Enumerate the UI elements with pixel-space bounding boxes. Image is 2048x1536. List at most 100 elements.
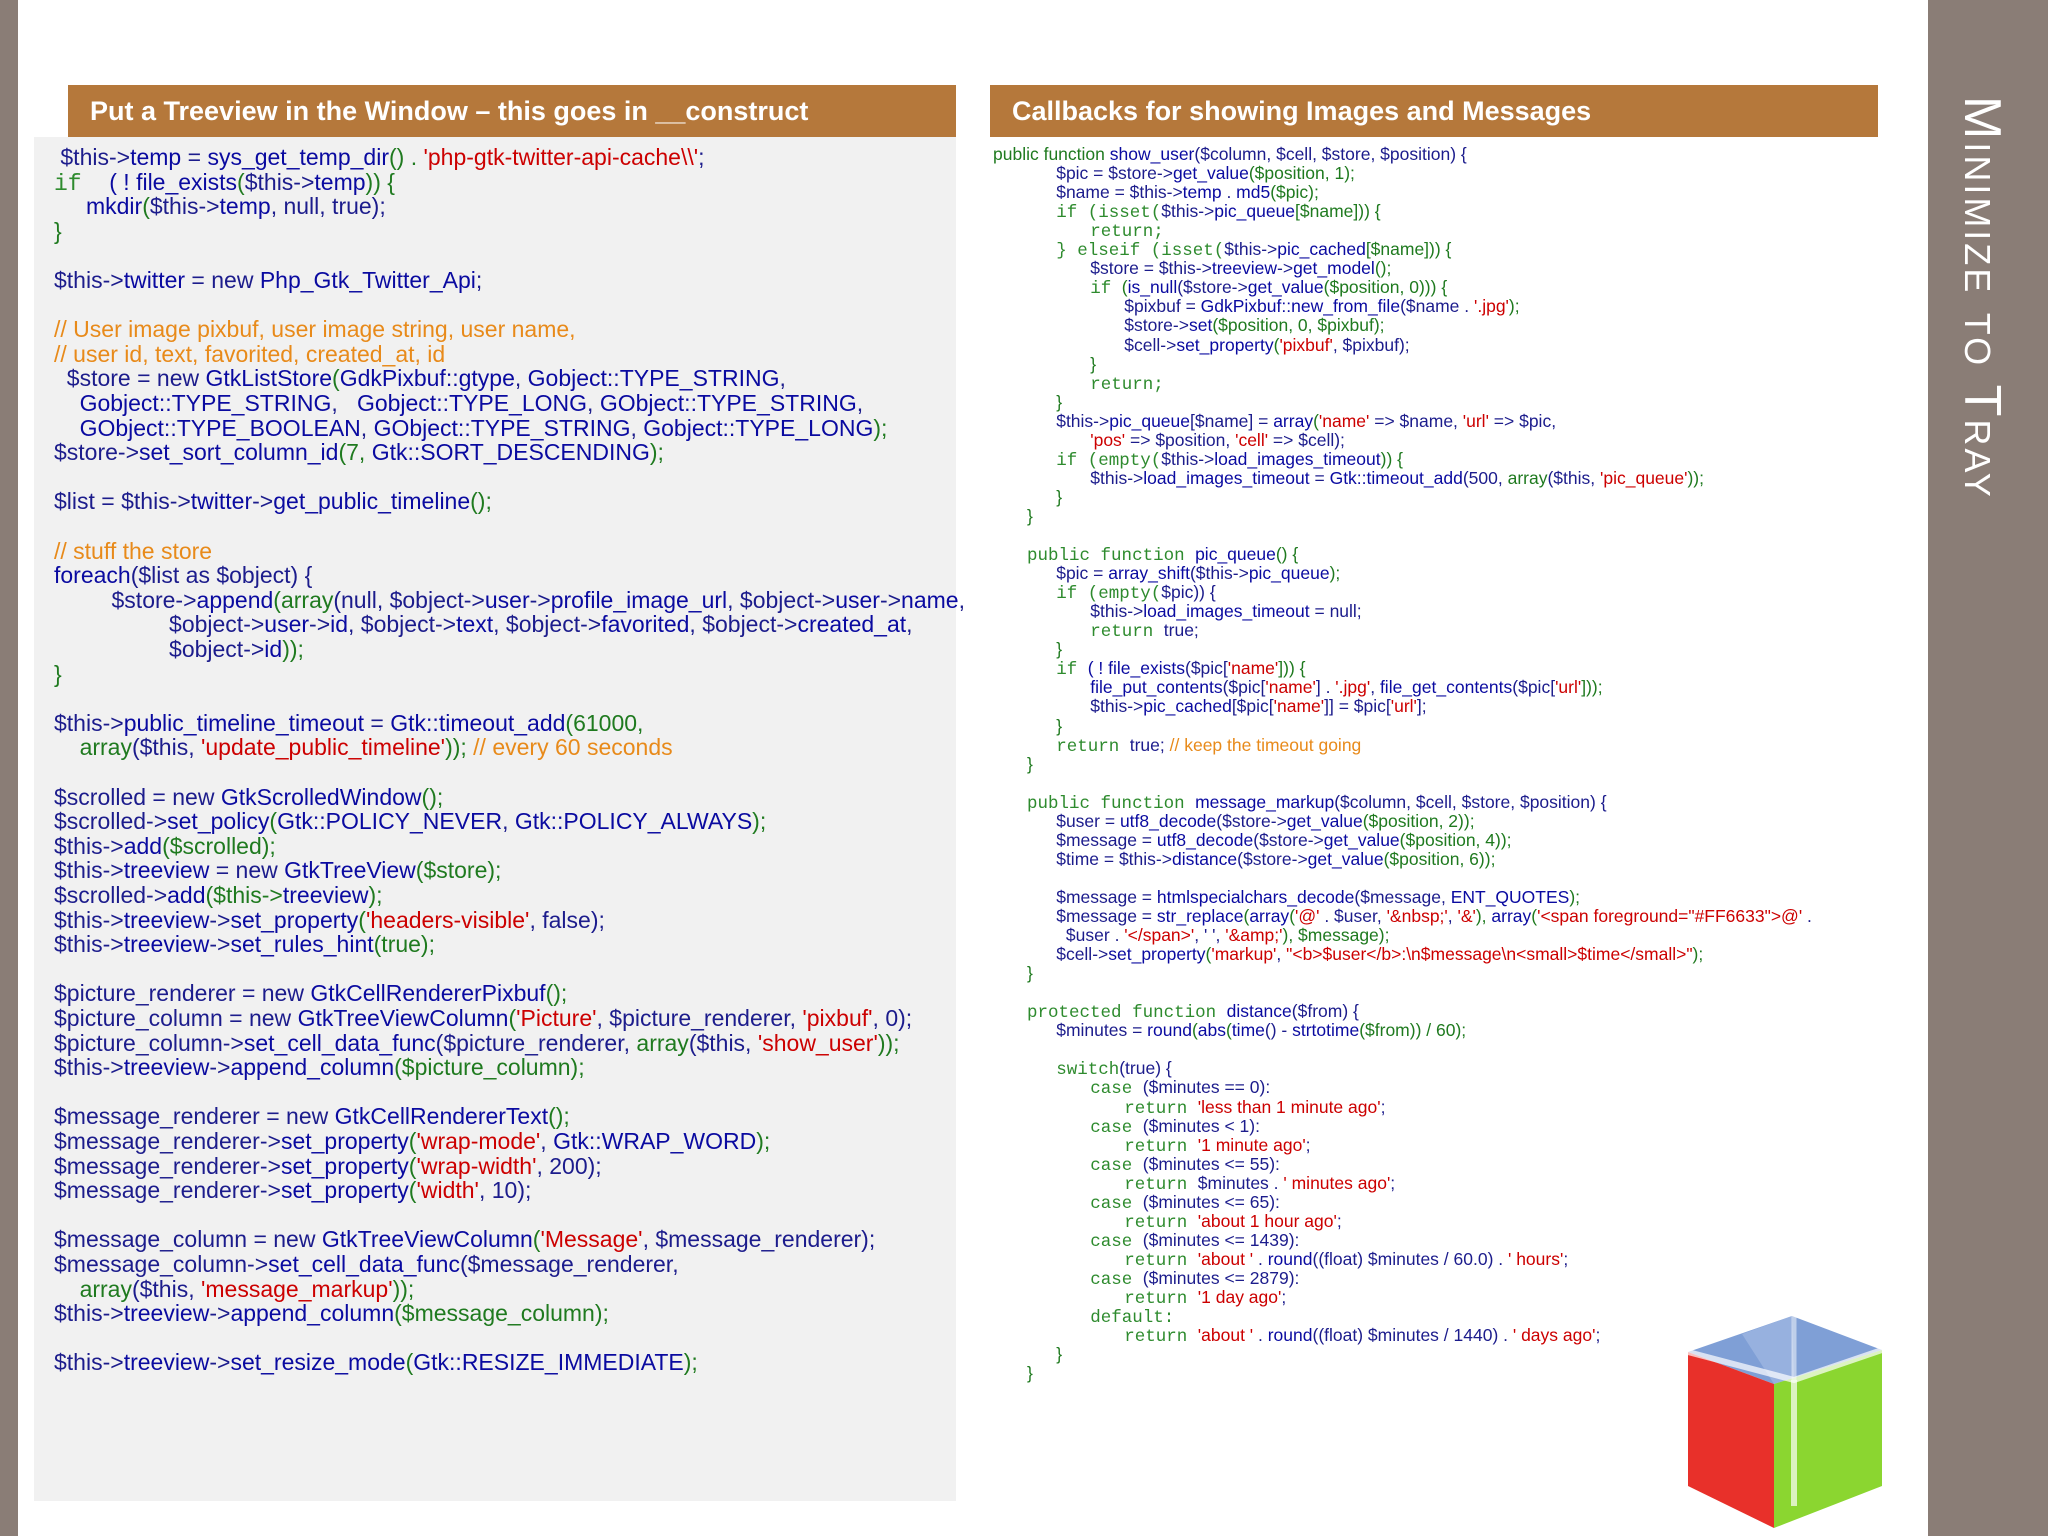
code-token: ); xyxy=(368,882,383,908)
code-token: } xyxy=(1056,486,1063,507)
code-token: $picture_column-> xyxy=(54,1029,244,1056)
code-token: , xyxy=(1370,677,1380,698)
code-token: ($minutes < 1): xyxy=(1142,1115,1260,1136)
code-token xyxy=(993,1306,1090,1326)
code-token: treeview xyxy=(282,882,369,908)
code-token xyxy=(993,506,1027,526)
code-token: ); xyxy=(1508,296,1520,317)
code-line: $list = $this->twitter->get_public_timel… xyxy=(54,488,492,515)
code-token: 'Message' xyxy=(540,1226,643,1253)
code-token: '1 minute ago' xyxy=(1197,1134,1306,1155)
code-token: // user id, text, favorited, created_at,… xyxy=(54,340,446,367)
code-token: ; xyxy=(1305,1134,1311,1155)
code-line: return true; // keep the timeout going xyxy=(993,735,1361,757)
code-token: (7, xyxy=(338,439,372,466)
code-token: , xyxy=(1447,906,1458,926)
code-token: = new xyxy=(185,267,260,293)
code-token: ( xyxy=(1205,944,1212,965)
code-token xyxy=(993,639,1056,659)
code-token: '&' xyxy=(1457,906,1476,926)
code-token: '</span>' xyxy=(1124,925,1195,946)
code-token: -> xyxy=(209,931,231,958)
left-edge-bar xyxy=(0,0,18,1536)
code-token: $list = $this-> xyxy=(54,488,191,515)
code-token: set_sort_column_id xyxy=(139,439,339,466)
code-token: ($picture_renderer, xyxy=(435,1029,637,1056)
code-token: foreach xyxy=(54,562,131,589)
code-token: array xyxy=(1491,906,1532,926)
code-token: pic_queue xyxy=(1195,544,1276,565)
code-line: } xyxy=(993,392,1062,413)
left-code-panel xyxy=(34,137,956,1501)
code-token: ($this, xyxy=(688,1029,758,1056)
code-line: } xyxy=(54,661,62,688)
code-token: } elseif (isset( xyxy=(1056,241,1225,262)
code-line: $time = $this->distance($store->get_valu… xyxy=(993,849,1495,870)
code-token: $this-> xyxy=(244,168,315,195)
code-token: -> xyxy=(209,906,231,933)
code-token: get_value xyxy=(1323,829,1400,850)
code-token: (); xyxy=(421,783,444,810)
code-token: ); xyxy=(873,414,888,441)
code-line: switch(true) { xyxy=(993,1058,1172,1080)
code-token: $scrolled-> xyxy=(54,808,168,835)
code-token: '&nbsp;' xyxy=(1386,906,1448,926)
code-token: set_property xyxy=(1176,334,1274,355)
code-token xyxy=(993,792,1027,812)
code-token: ($position, 0))) { xyxy=(1323,277,1448,298)
code-token: $this-> xyxy=(54,144,131,170)
code-token: , $object-> xyxy=(689,611,798,638)
code-token xyxy=(993,354,1090,374)
code-token: ); xyxy=(752,808,767,835)
code-token: set_rules_hint xyxy=(230,931,374,958)
code-line: $this->public_timeline_timeout = Gtk::ti… xyxy=(54,710,643,737)
code-line: $store = new GtkListStore(GdkPixbuf::gty… xyxy=(54,365,786,392)
code-token: return xyxy=(1124,1174,1198,1195)
code-token: $this-> xyxy=(54,1300,124,1327)
code-token xyxy=(993,1058,1056,1078)
code-line: return '1 minute ago'; xyxy=(993,1134,1311,1157)
code-token: ' days ago' xyxy=(1512,1325,1596,1346)
code-token: ( xyxy=(237,168,245,195)
code-token: 'url' xyxy=(1462,410,1489,431)
code-token: public function xyxy=(1027,793,1196,814)
code-token: ); xyxy=(649,439,664,466)
code-token: get_value xyxy=(1172,163,1249,184)
code-line: $pic = array_shift($this->pic_queue); xyxy=(993,563,1340,584)
code-token: ); xyxy=(1692,944,1704,965)
code-token xyxy=(993,1173,1124,1193)
code-token: , 200); xyxy=(536,1152,602,1179)
code-token: , xyxy=(906,611,913,638)
code-line: return '1 day ago'; xyxy=(993,1287,1286,1309)
code-line: return; xyxy=(993,373,1164,395)
code-token: $object-> xyxy=(54,611,265,638)
code-token: -> xyxy=(252,488,274,515)
code-token: 'cell' xyxy=(1235,429,1269,450)
code-token xyxy=(993,1192,1090,1212)
code-token: ENT_QUOTES xyxy=(1450,886,1570,907)
code-token xyxy=(993,716,1056,736)
code-token: Gtk::RESIZE_IMMEDIATE xyxy=(413,1349,684,1376)
code-token: )); xyxy=(1687,467,1704,488)
code-token xyxy=(993,1097,1124,1117)
code-token: twitter xyxy=(190,488,253,515)
code-line: if ( ! file_exists($pic['name'])) { xyxy=(993,658,1305,680)
left-panel-heading: Put a Treeview in the Window – this goes… xyxy=(68,85,956,137)
code-token: $message_column-> xyxy=(54,1251,269,1277)
code-token: GtkListStore xyxy=(205,365,333,392)
code-token: set_property xyxy=(230,906,359,933)
code-token: ; xyxy=(1281,1287,1287,1307)
code-token xyxy=(54,1276,80,1302)
code-line: $this->treeview->append_column($picture_… xyxy=(54,1054,585,1081)
code-token: $message = xyxy=(993,906,1157,926)
code-token: 'message_markup' xyxy=(201,1275,393,1302)
gtk-cube-logo xyxy=(1687,1316,1882,1528)
code-token: ); xyxy=(756,1128,771,1154)
code-token: ( xyxy=(1313,410,1319,431)
code-token xyxy=(993,963,1027,983)
code-token: treeview xyxy=(123,857,210,884)
code-token: array xyxy=(1273,410,1314,431)
code-token: return xyxy=(1090,622,1164,643)
code-token: get_value xyxy=(1286,810,1363,831)
code-token: ($pic[ xyxy=(1185,658,1228,679)
